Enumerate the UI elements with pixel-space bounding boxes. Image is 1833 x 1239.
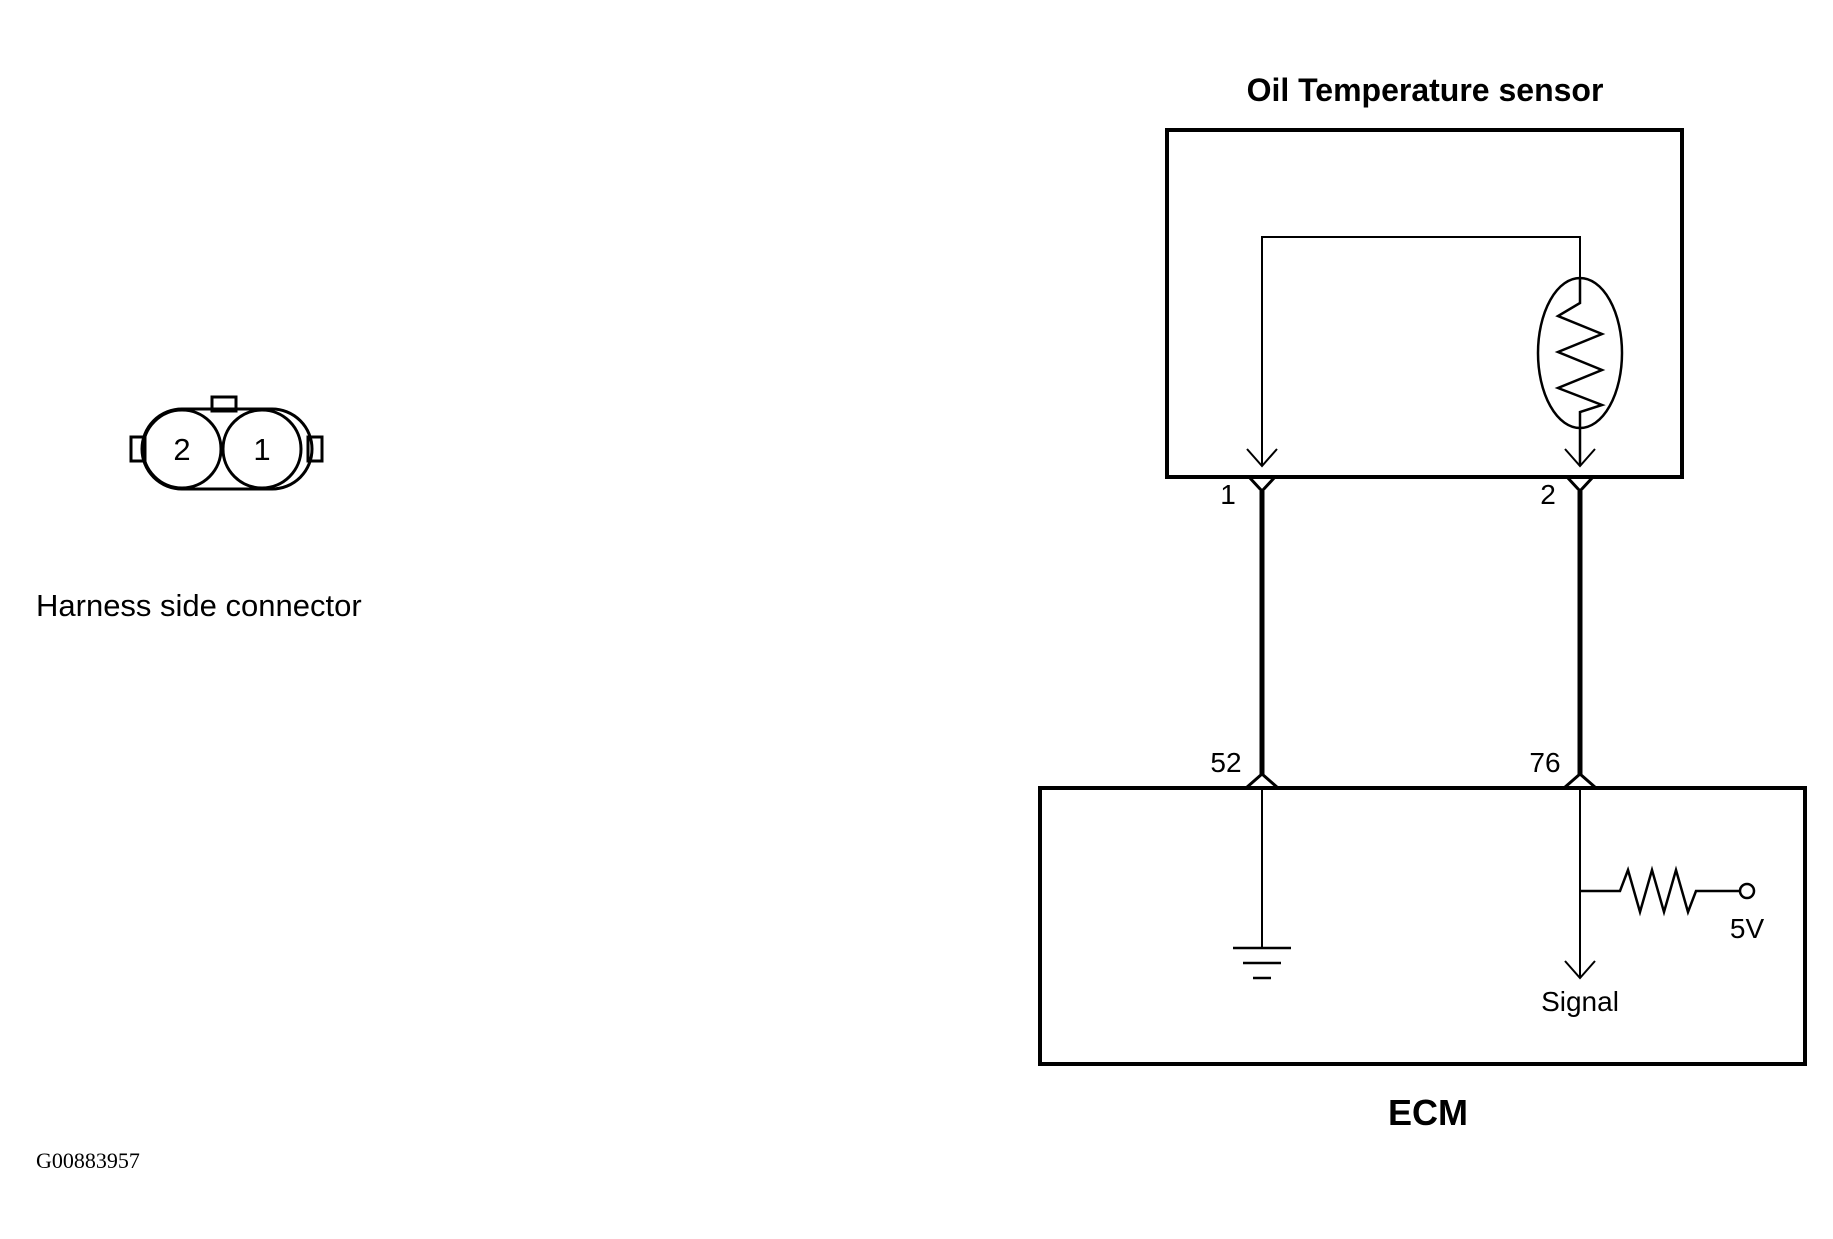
harness-connector: [129, 395, 324, 491]
ecm-terminal-76: [1560, 772, 1600, 790]
ecm-pin-52-label: 52: [1210, 747, 1241, 778]
ecm-title: ECM: [1388, 1092, 1468, 1133]
pullup-resistor: [1580, 865, 1740, 917]
sensor-terminal-1: [1245, 475, 1279, 494]
sensor-terminal-2: [1563, 475, 1597, 494]
thermistor-zigzag: [1554, 278, 1606, 466]
sensor-pin-2-label: 2: [1540, 479, 1556, 510]
connector-side-tab-left: [129, 435, 147, 463]
connector-latch: [210, 395, 238, 413]
ecm-signal-label: Signal: [1541, 986, 1619, 1017]
sensor-pin-1-label: 1: [1220, 479, 1236, 510]
ecm-5v-label: 5V: [1730, 913, 1765, 944]
sensor-internal-wire: [1261, 236, 1581, 466]
connector-side-tab-right: [306, 435, 324, 463]
sensor-box: [1165, 128, 1684, 479]
harness-connector-caption: Harness side connector: [36, 588, 362, 623]
sensor-title: Oil Temperature sensor: [1247, 72, 1604, 108]
connector-pin-2-label: 2: [173, 432, 190, 467]
connector-housing: [140, 407, 314, 491]
pin2-arrowhead: [1564, 448, 1596, 468]
ecm-terminal-52: [1242, 772, 1282, 790]
connector-pin-1: [221, 408, 303, 490]
connector-pin-2: [141, 408, 223, 490]
connector-pin-1-label: 1: [253, 432, 270, 467]
pin1-arrowhead: [1246, 448, 1278, 468]
supply-terminal-icon: [1738, 882, 1756, 900]
figure-id: G00883957: [36, 1148, 140, 1173]
ground-icon: [1233, 946, 1291, 980]
signal-arrowhead: [1564, 960, 1596, 980]
ecm-box: [1038, 786, 1807, 1066]
ecm-pin-76-label: 76: [1529, 747, 1560, 778]
